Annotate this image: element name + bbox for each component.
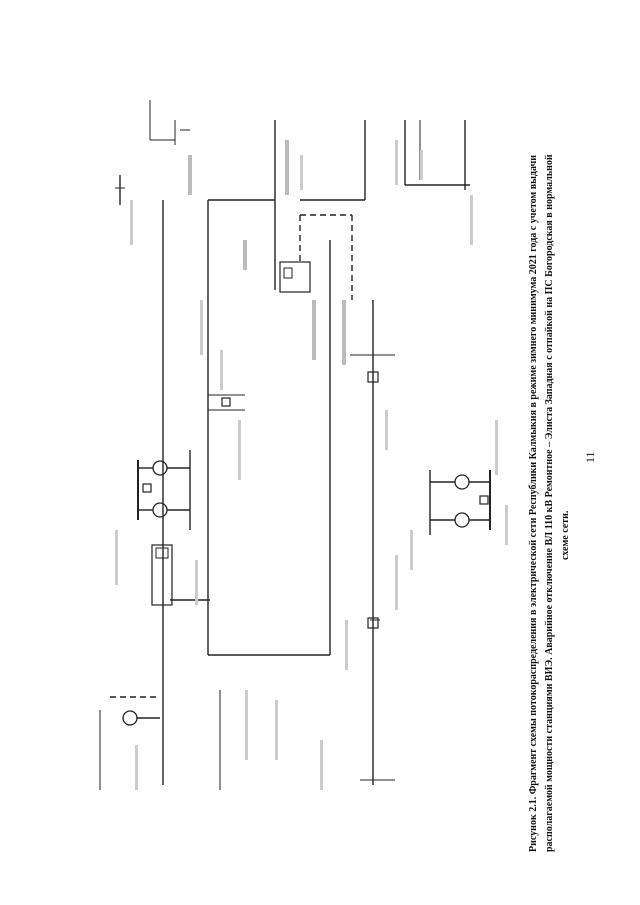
page-number: 11 xyxy=(583,451,597,463)
figure-caption-line-3: схеме сети. xyxy=(560,510,571,560)
figure-caption-line-1: Рисунок 2.1. Фрагмент схемы потокораспре… xyxy=(528,155,539,852)
figure-caption-line-2: располагаемой мощности станциями ВИЭ. Ав… xyxy=(544,154,555,852)
